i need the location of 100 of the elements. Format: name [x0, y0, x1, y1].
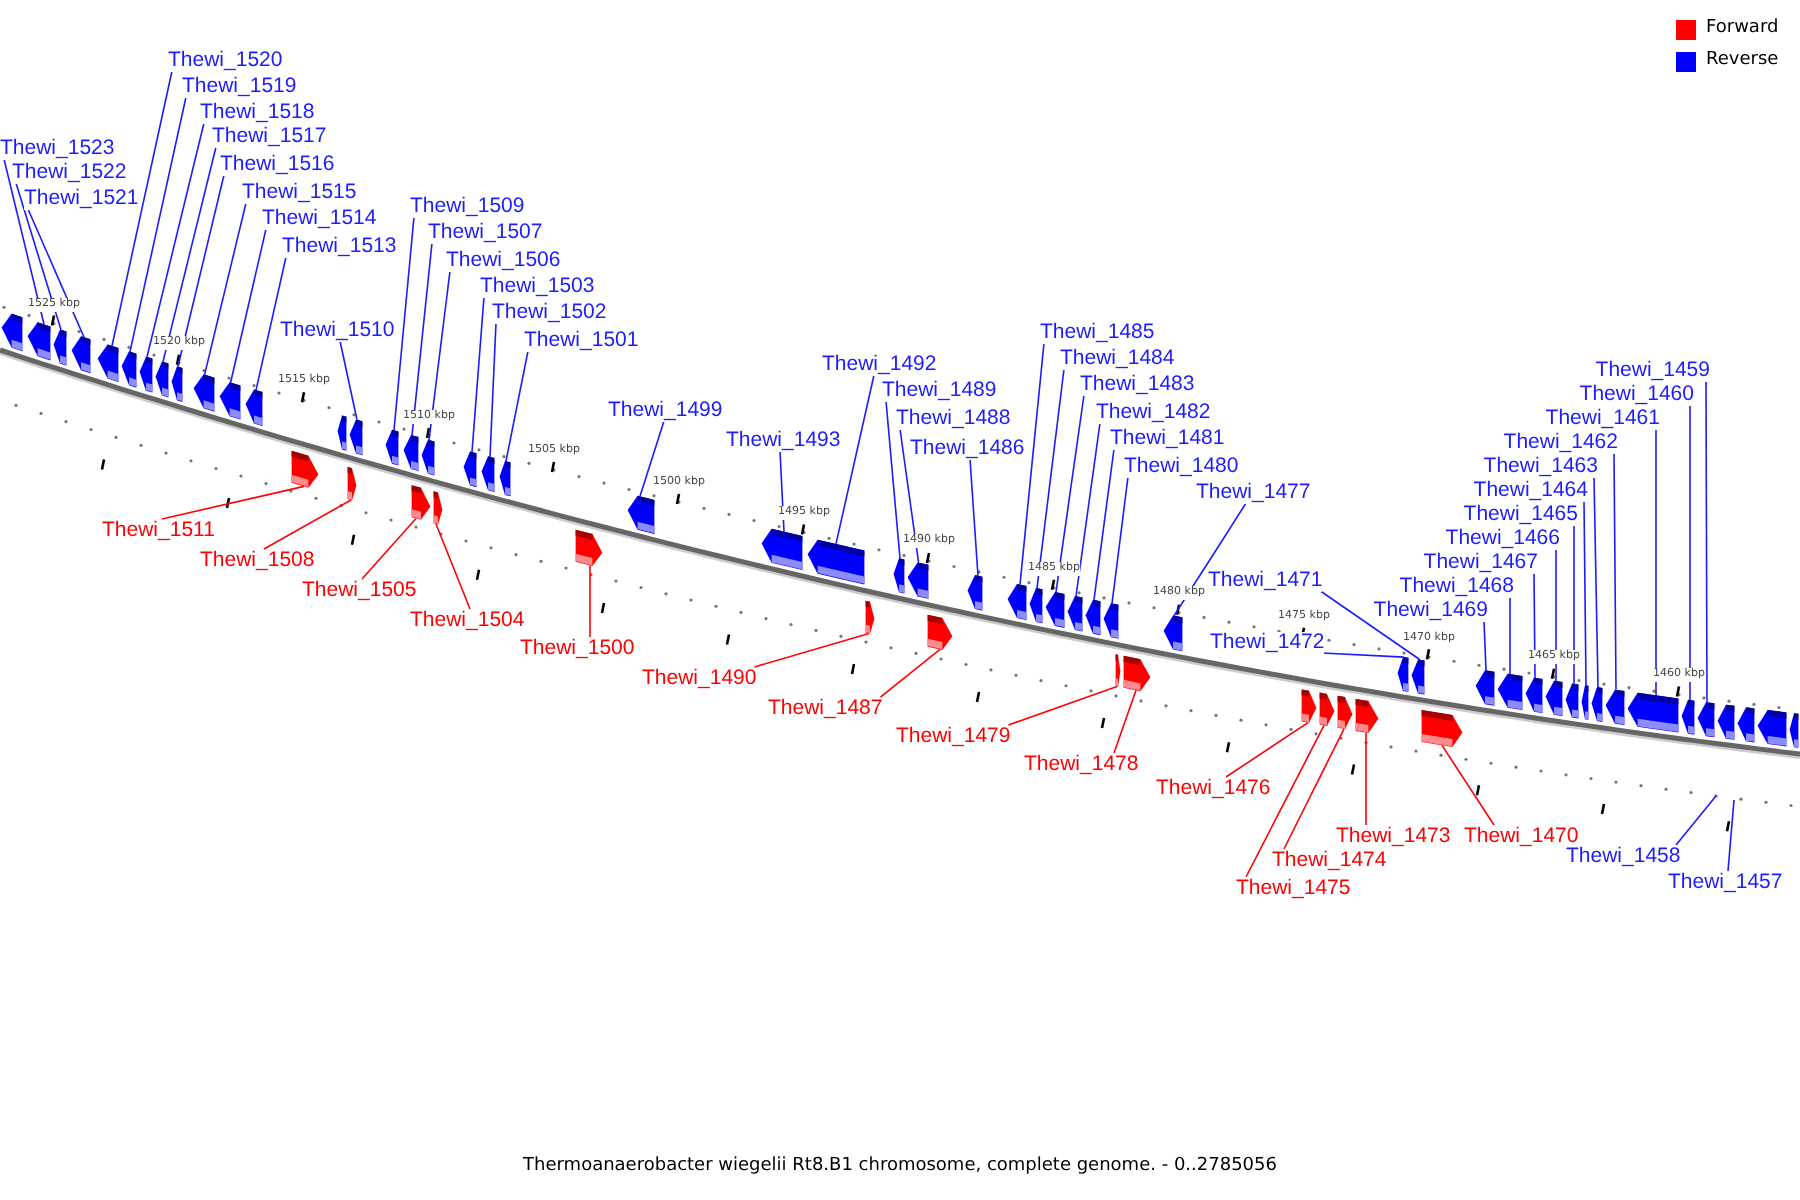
gene-label: Thewi_1458: [1566, 845, 1681, 867]
gene-label: Thewi_1493: [726, 429, 841, 451]
gene-label: Thewi_1474: [1272, 849, 1387, 871]
leader-line: [1593, 476, 1599, 689]
leader-line: [161, 485, 305, 520]
gene-glyph: [967, 575, 983, 611]
leader-line: [428, 270, 451, 441]
gene-label: Thewi_1478: [1024, 753, 1139, 775]
gene-glyph: [1421, 710, 1463, 747]
leader-line: [471, 296, 485, 453]
gene-label: Thewi_1523: [0, 137, 115, 159]
leader-line: [1036, 368, 1065, 589]
gene-label: Thewi_1469: [1373, 599, 1488, 621]
gene-label: Thewi_1462: [1503, 431, 1618, 453]
leader-line: [1283, 728, 1345, 850]
gene-glyph: [97, 344, 119, 382]
caption: Thermoanaerobacter wiegelii Rt8.B1 chromosome, complete genome. - 0..2785056: [523, 1156, 1277, 1176]
leader-line: [1675, 795, 1717, 846]
gene-label: Thewi_1490: [642, 667, 757, 689]
leader-line: [1019, 342, 1045, 586]
gene-label: Thewi_1475: [1236, 877, 1351, 899]
gene-glyph: [403, 435, 419, 472]
gene-glyph: [1045, 591, 1065, 628]
gene-glyph: [1565, 683, 1579, 719]
leader-line: [1509, 596, 1511, 675]
gene-glyph: [245, 389, 263, 427]
leader-line: [27, 208, 85, 338]
leader-line: [885, 400, 901, 560]
gene-glyph: [433, 491, 443, 525]
gene-label: Thewi_1465: [1463, 503, 1578, 525]
gene-glyph: [291, 450, 319, 488]
gene-glyph: [1717, 704, 1735, 740]
leader-line: [1365, 731, 1367, 826]
gene-label: Thewi_1514: [262, 207, 377, 229]
leader-line: [1055, 394, 1085, 593]
gene-glyph: [893, 558, 905, 594]
leader-line: [1319, 590, 1421, 661]
gene-label: Thewi_1484: [1060, 347, 1175, 369]
gene-glyph: [121, 351, 137, 388]
leader-line: [1321, 652, 1405, 658]
gene-label: Thewi_1517: [212, 125, 327, 147]
gene-label: Thewi_1504: [410, 609, 525, 631]
gene-glyph: [155, 361, 169, 398]
leader-line: [1583, 500, 1587, 687]
gene-glyph: [347, 467, 357, 501]
gene-glyph: [1355, 698, 1379, 734]
gene-label: Thewi_1486: [910, 437, 1025, 459]
leader-line: [589, 564, 591, 638]
gene-glyph: [1319, 692, 1335, 726]
gene-label: Thewi_1483: [1080, 373, 1195, 395]
gene-glyph: [139, 356, 153, 393]
gene-glyph: [193, 374, 215, 412]
gene-label: Thewi_1499: [608, 399, 723, 421]
gene-label: Thewi_1518: [200, 101, 315, 123]
gene-label: Thewi_1507: [428, 221, 543, 243]
leader-line: [146, 122, 205, 358]
leader-line: [435, 523, 471, 610]
gene-glyph: [499, 460, 511, 497]
leader-line: [1225, 721, 1309, 778]
gene-label: Thewi_1481: [1110, 427, 1225, 449]
leader-line: [229, 228, 267, 384]
gene-label: Thewi_1503: [480, 275, 595, 297]
gene-glyph: [27, 322, 51, 361]
leader-line: [879, 648, 941, 698]
gene-label: Thewi_1477: [1196, 481, 1311, 503]
gene-glyph: [1581, 685, 1589, 720]
gene-label: Thewi_1471: [1208, 569, 1323, 591]
gene-glyph: [171, 366, 183, 402]
leader-line: [1555, 548, 1557, 682]
gene-glyph: [1681, 699, 1695, 735]
gene-glyph: [1007, 584, 1027, 620]
gene-glyph: [349, 419, 363, 456]
gene-label: Thewi_1510: [280, 319, 395, 341]
gene-label: Thewi_1479: [896, 725, 1011, 747]
gene-glyph: [1067, 596, 1083, 632]
leader-line: [1245, 724, 1325, 878]
gene-glyph: [1697, 702, 1715, 738]
gene-label: Thewi_1519: [182, 75, 297, 97]
leader-line: [361, 517, 417, 580]
leader-line: [1655, 428, 1657, 697]
gene-label: Thewi_1480: [1124, 455, 1239, 477]
gene-label: Thewi_1470: [1464, 825, 1579, 847]
gene-glyph: [1497, 673, 1523, 710]
leader-line: [1113, 689, 1137, 754]
gene-glyph: [1103, 603, 1119, 639]
gene-glyph: [1789, 713, 1799, 748]
leader-line: [969, 458, 979, 577]
gene-glyph: [1163, 615, 1183, 652]
leader-line: [1689, 404, 1691, 701]
gene-label: Thewi_1485: [1040, 321, 1155, 343]
gene-label: Thewi_1457: [1668, 871, 1783, 893]
leader-line: [255, 256, 287, 391]
gene-glyph: [1, 313, 23, 352]
gene-label: Thewi_1463: [1483, 455, 1598, 477]
leader-line: [393, 216, 415, 432]
leader-line: [1705, 380, 1708, 704]
leader-line: [1573, 524, 1575, 685]
leader-line: [1075, 422, 1101, 598]
gene-glyph: [337, 415, 347, 451]
gene-glyph: [807, 539, 865, 585]
